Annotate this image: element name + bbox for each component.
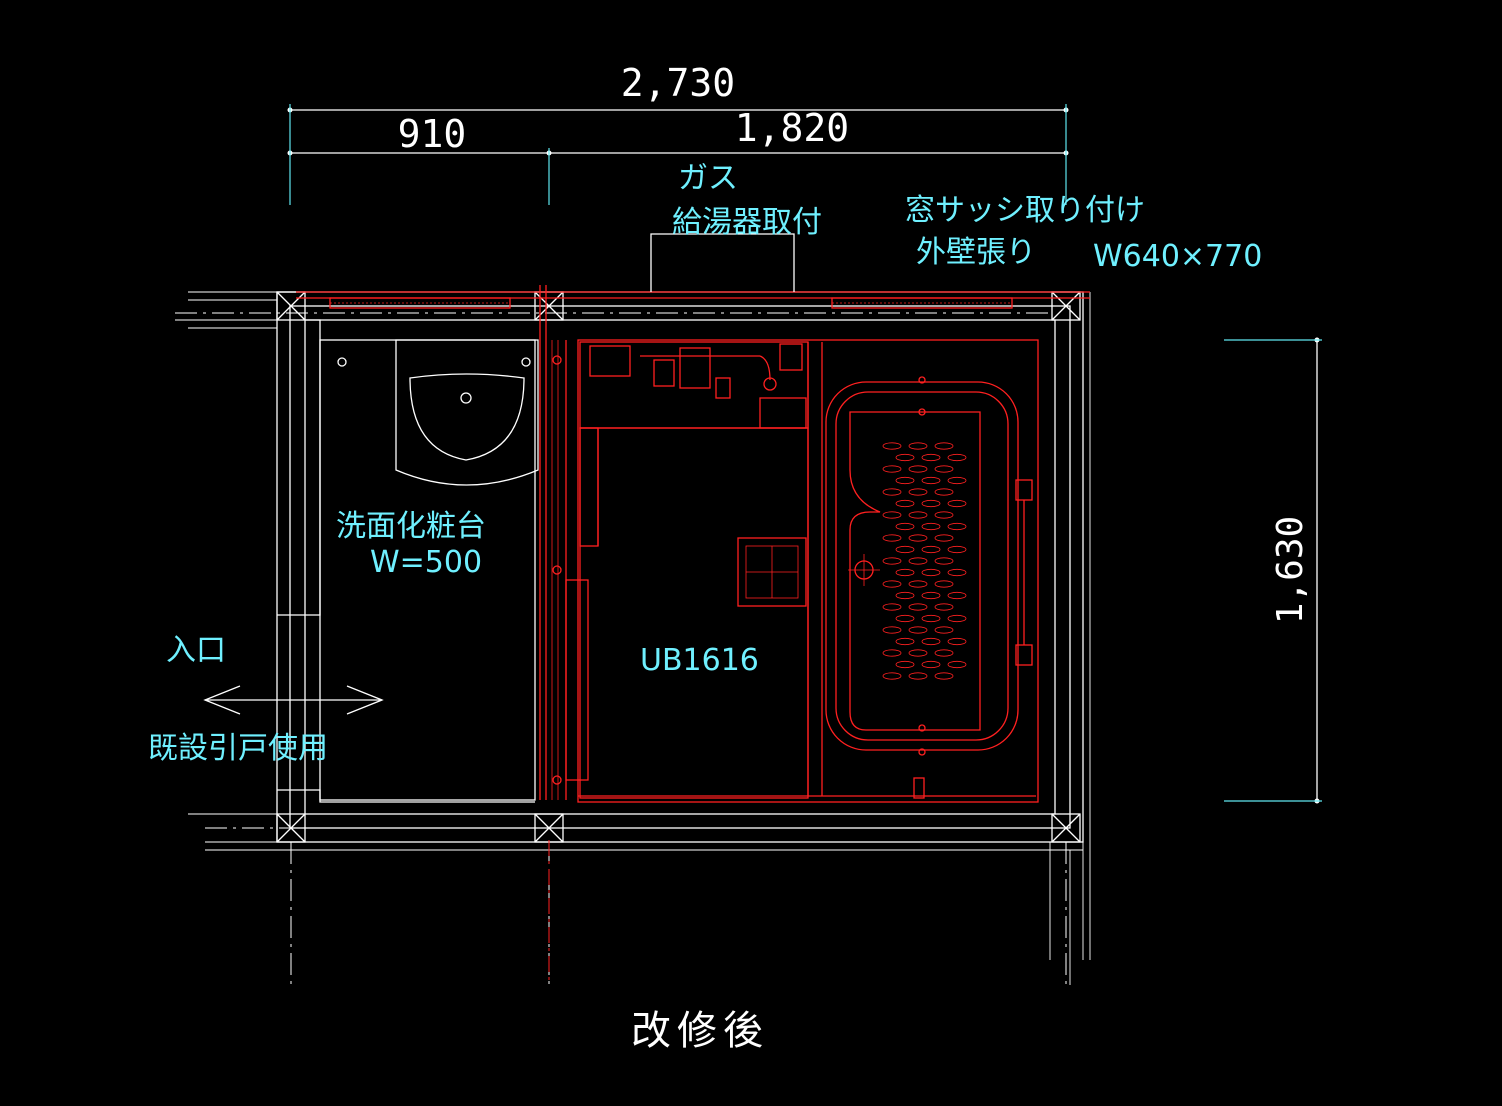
tub-pattern-oval <box>934 442 954 450</box>
right-width-dimension: 1,820 <box>735 106 849 150</box>
tub-pattern-oval <box>934 511 954 519</box>
tub-pattern-oval <box>882 672 902 680</box>
tub-pattern-oval <box>882 534 902 542</box>
unit-bath <box>539 285 1039 985</box>
tub-pattern-oval <box>882 649 902 657</box>
tub-pattern-oval <box>895 591 915 600</box>
window-size-label: W640×770 <box>1093 239 1262 274</box>
tub-pattern-oval <box>882 442 902 450</box>
tub-pattern-oval <box>895 660 915 669</box>
tub-pattern-oval <box>908 442 928 450</box>
tub-pattern-oval <box>908 603 928 611</box>
tub-pattern-oval <box>921 522 941 531</box>
tub-pattern-oval <box>947 545 967 554</box>
tub-pattern-oval <box>908 649 928 657</box>
left-width-dimension: 910 <box>398 112 467 156</box>
tub-pattern-oval <box>908 534 928 542</box>
tub-pattern-oval <box>947 453 967 462</box>
tub-pattern-oval <box>908 672 928 680</box>
tub-pattern-oval <box>908 580 928 588</box>
tub-pattern-oval <box>921 453 941 462</box>
tub-pattern-oval <box>882 603 902 611</box>
tub-pattern-oval <box>908 626 928 634</box>
tub-pattern-oval <box>882 511 902 519</box>
existing-door-label: 既設引戸使用 <box>148 731 328 766</box>
vanity-label: 洗面化粧台 <box>336 509 486 544</box>
tub-non-slip-pattern <box>882 442 967 680</box>
vanity-basin <box>319 339 539 801</box>
gas-label: ガス <box>678 161 738 196</box>
tub-pattern-oval <box>895 568 915 577</box>
tub-pattern-oval <box>895 614 915 623</box>
tub-pattern-oval <box>921 499 941 508</box>
tub-pattern-oval <box>921 545 941 554</box>
window-sash-label: 窓サッシ取り付け <box>905 193 1145 228</box>
tub-pattern-oval <box>934 465 954 473</box>
tub-pattern-oval <box>947 499 967 508</box>
tub-pattern-oval <box>882 580 902 588</box>
exterior-wall-label: 外壁張り <box>916 235 1036 270</box>
tub-pattern-oval <box>947 660 967 669</box>
tub-pattern-oval <box>921 568 941 577</box>
tub-pattern-oval <box>895 545 915 554</box>
tub-pattern-oval <box>934 557 954 565</box>
total-width-dimension: 2,730 <box>621 61 735 105</box>
tub-pattern-oval <box>921 476 941 485</box>
tub-pattern-oval <box>947 637 967 646</box>
tub-pattern-oval <box>882 465 902 473</box>
tub-pattern-oval <box>947 591 967 600</box>
drawing-title: 改修後 <box>631 1008 769 1054</box>
tub-pattern-oval <box>934 626 954 634</box>
vanity-width-label: W=500 <box>370 545 482 580</box>
tub-pattern-oval <box>934 534 954 542</box>
gas-heater-outline <box>650 233 795 292</box>
tub-pattern-oval <box>947 476 967 485</box>
walls <box>175 291 1091 985</box>
tub-pattern-oval <box>908 557 928 565</box>
tub-pattern-oval <box>895 637 915 646</box>
tub-pattern-oval <box>934 488 954 496</box>
right-dimension-lines <box>1224 337 1322 804</box>
tub-pattern-oval <box>921 614 941 623</box>
gas-heater-label: 給湯器取付 <box>672 205 822 240</box>
tub-pattern-oval <box>934 603 954 611</box>
tub-pattern-oval <box>921 660 941 669</box>
tub-pattern-oval <box>908 511 928 519</box>
tub-pattern-oval <box>921 637 941 646</box>
window-frames <box>296 291 1090 309</box>
tub-pattern-oval <box>947 568 967 577</box>
tub-pattern-oval <box>921 591 941 600</box>
tub-pattern-oval <box>895 476 915 485</box>
tub-pattern-oval <box>882 488 902 496</box>
tub-pattern-oval <box>934 672 954 680</box>
top-dimension-lines <box>287 104 1069 205</box>
tub-pattern-oval <box>895 522 915 531</box>
tub-pattern-oval <box>895 499 915 508</box>
entrance-label: 入口 <box>166 633 226 668</box>
tub-pattern-oval <box>895 453 915 462</box>
tub-pattern-oval <box>908 488 928 496</box>
double-arrow-icon <box>203 685 384 715</box>
tub-pattern-oval <box>947 522 967 531</box>
tub-pattern-oval <box>882 557 902 565</box>
tub-pattern-oval <box>947 614 967 623</box>
tub-pattern-oval <box>882 626 902 634</box>
tub-pattern-oval <box>934 580 954 588</box>
tub-pattern-oval <box>934 649 954 657</box>
unit-bath-label: UB1616 <box>640 643 759 678</box>
height-dimension: 1,630 <box>1270 516 1311 624</box>
tub-pattern-oval <box>908 465 928 473</box>
